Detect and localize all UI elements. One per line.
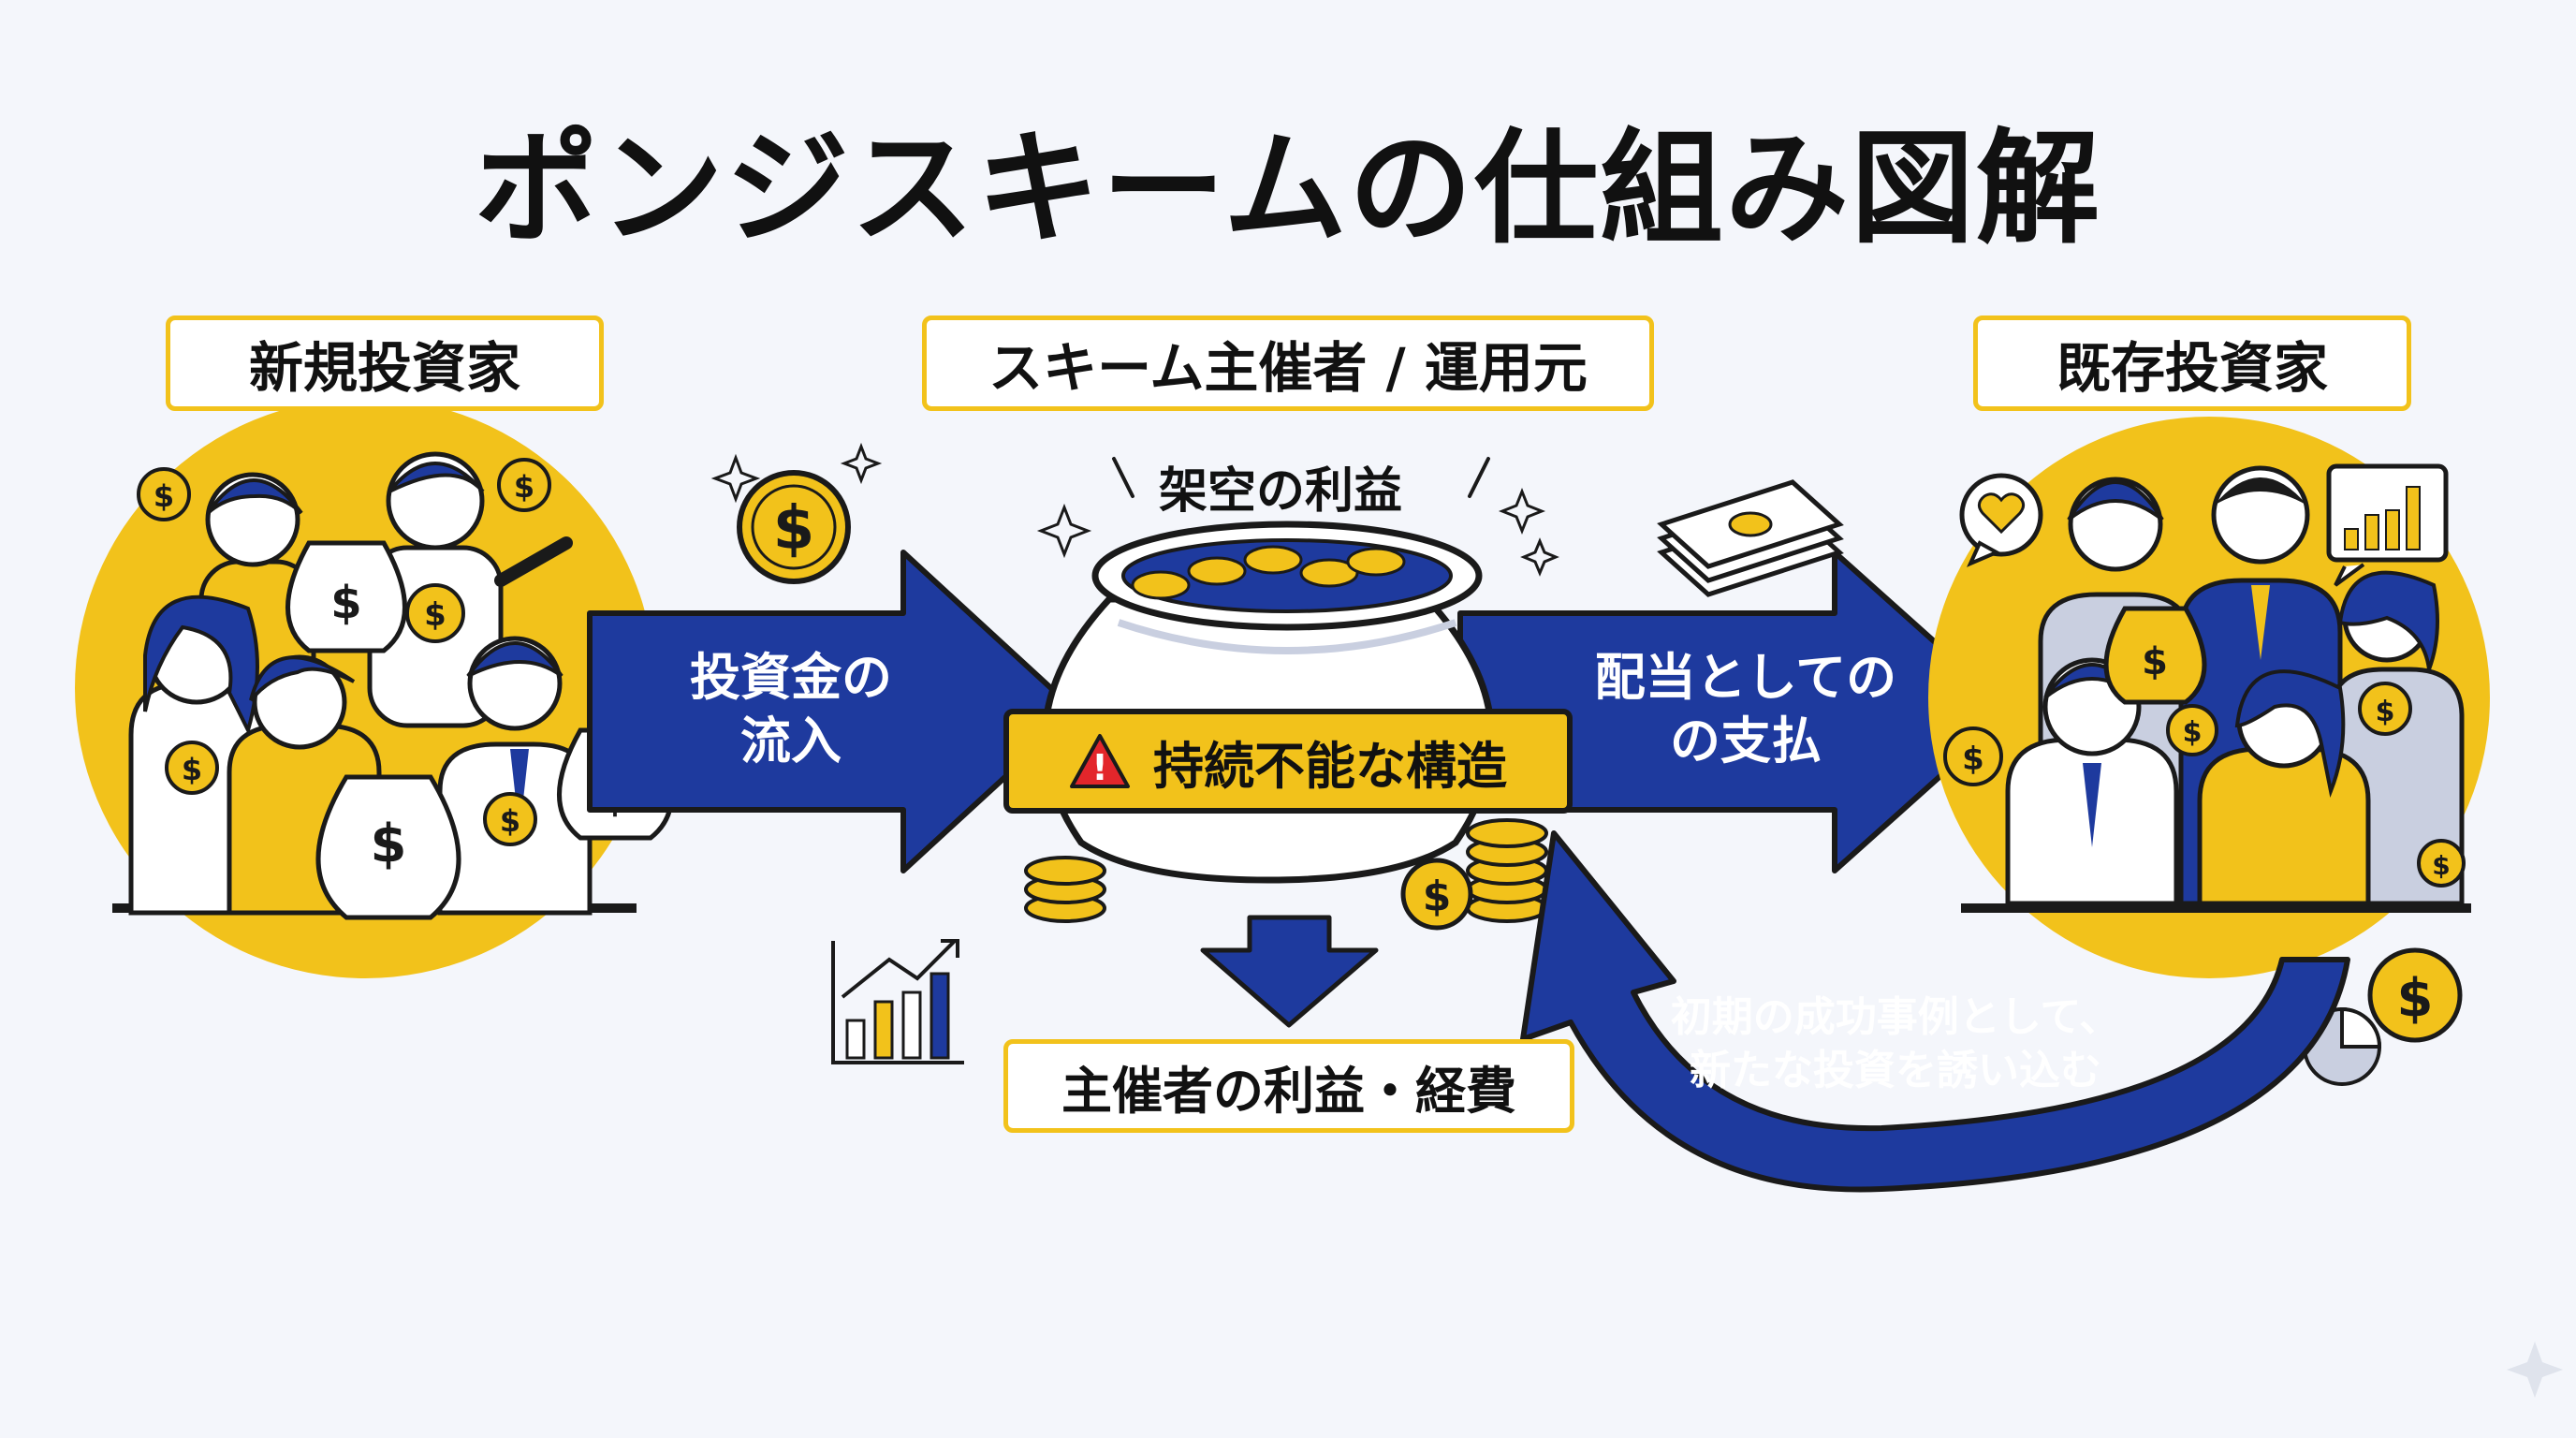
svg-text:$: $ [1423, 873, 1452, 920]
watermark-star-icon [2507, 1342, 2563, 1398]
new-investors-label: 新規投資家 [166, 315, 604, 411]
dollar-coin-icon: $ [405, 583, 465, 643]
svg-text:$: $ [2142, 640, 2168, 683]
dollar-coin-icon: $ [2166, 704, 2218, 756]
existing-investors-label: 既存投資家 [1973, 315, 2411, 411]
svg-text:!: ! [1091, 747, 1107, 788]
svg-text:$: $ [1962, 741, 1984, 778]
recruit-label-line2: 新たな投資を誘い込む [1690, 1047, 2101, 1095]
sparkle-icon [1036, 457, 1559, 577]
svg-text:$: $ [2432, 850, 2450, 881]
dollar-coin-icon: $ [737, 470, 851, 584]
page-title: ポンジスキームの仕組み図解 [474, 117, 2102, 261]
svg-text:$: $ [2397, 968, 2434, 1029]
inflow-label-line1: 投資金の [690, 648, 892, 707]
svg-text:$: $ [514, 469, 534, 505]
money-bag-icon: $ [285, 540, 407, 653]
svg-text:$: $ [2183, 716, 2203, 749]
inflow-label-line2: 流入 [740, 711, 842, 770]
bar-chart-card-icon [2326, 463, 2449, 587]
warning-banner: ! 持続不能な構造 [1003, 709, 1573, 814]
dollar-coin-icon: $ [1400, 858, 1473, 931]
money-bag-icon: $ [2103, 606, 2207, 705]
svg-text:$: $ [330, 577, 361, 629]
svg-text:$: $ [371, 814, 407, 874]
svg-text:$: $ [154, 478, 174, 514]
dollar-coin-icon: $ [2417, 839, 2466, 888]
svg-text:$: $ [500, 803, 520, 839]
dollar-coin-icon: $ [497, 458, 551, 512]
person-icon [2197, 669, 2371, 906]
payout-label-line2: の支払 [1670, 711, 1822, 770]
warning-icon: ! [1070, 734, 1130, 788]
recruit-loop-arrow [1520, 830, 2350, 1193]
svg-text:$: $ [2376, 696, 2395, 728]
down-arrow [1200, 915, 1379, 1028]
payout-label: 配当としての の支払 [1559, 646, 1933, 772]
dollar-coin-icon: $ [137, 467, 191, 521]
growth-chart-icon [831, 939, 964, 1064]
sparkle-icon [710, 442, 883, 504]
heart-bubble-icon [1959, 473, 2043, 567]
money-bag-icon: $ [315, 774, 461, 920]
cash-stack-icon [1657, 479, 1844, 597]
money-pot-illustration [1041, 521, 1496, 884]
recruit-label-line1: 初期の成功事例として、 [1670, 993, 2121, 1041]
inflow-arrow [587, 550, 1079, 873]
svg-text:$: $ [424, 596, 446, 634]
dollar-coin-icon: $ [1943, 726, 2003, 786]
dollar-coin-icon: $ [165, 741, 219, 795]
warning-text: 持続不能な構造 [1153, 736, 1507, 796]
dollar-coin-icon: $ [483, 792, 537, 846]
svg-text:$: $ [773, 494, 815, 564]
dollar-coin-icon: $ [2358, 682, 2412, 736]
fake-profit-label: 架空の利益 [1159, 463, 1403, 520]
dollar-coin-icon: $ [2367, 947, 2463, 1043]
svg-text:$: $ [182, 752, 202, 787]
recruit-label: 初期の成功事例として、 新たな投資を誘い込む [1661, 990, 2130, 1097]
coin-stack-icon [1466, 818, 1548, 923]
organizer-label: スキーム主催者 / 運用元 [922, 315, 1654, 411]
coin-stack-icon [1024, 856, 1106, 923]
new-investors-illustration: $ $ $ $ $ $ $ $ [75, 398, 674, 978]
organizer-profit-label: 主催者の利益・経費 [1003, 1039, 1574, 1133]
person-icon [128, 594, 274, 916]
inflow-label: 投資金の 流入 [669, 646, 913, 772]
payout-label-line1: 配当としての [1594, 648, 1897, 707]
